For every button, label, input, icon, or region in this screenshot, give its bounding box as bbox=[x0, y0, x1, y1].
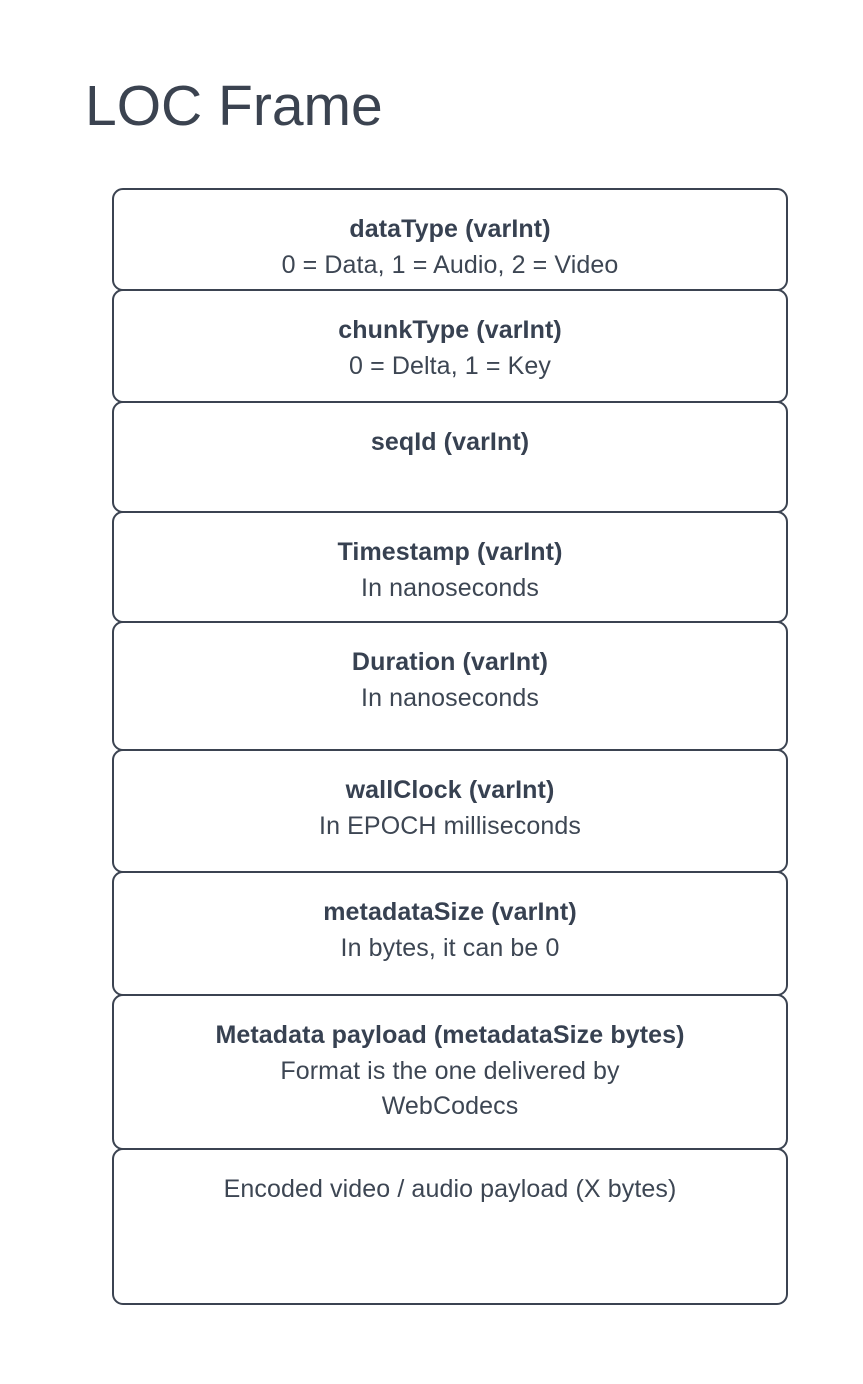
frame-field-metadata-payload: Metadata payload (metadataSize bytes) Fo… bbox=[112, 994, 788, 1150]
page-title: LOC Frame bbox=[85, 74, 383, 138]
loc-frame-field-stack: dataType (varInt) 0 = Data, 1 = Audio, 2… bbox=[112, 188, 788, 1305]
frame-field-title: dataType (varInt) bbox=[349, 215, 551, 243]
frame-field-subtitle: In nanoseconds bbox=[361, 683, 539, 712]
frame-field-subtitle: 0 = Delta, 1 = Key bbox=[349, 351, 551, 380]
frame-field-title: metadataSize (varInt) bbox=[323, 898, 577, 926]
frame-field-title: Timestamp (varInt) bbox=[337, 538, 563, 566]
frame-field-title: Duration (varInt) bbox=[351, 648, 549, 676]
frame-field-title: wallClock (varInt) bbox=[345, 776, 555, 804]
frame-field-subtitle: 0 = Data, 1 = Audio, 2 = Video bbox=[281, 250, 619, 279]
frame-field-wallclock: wallClock (varInt) In EPOCH milliseconds bbox=[112, 749, 788, 873]
frame-field-datatype: dataType (varInt) 0 = Data, 1 = Audio, 2… bbox=[112, 188, 788, 291]
frame-field-subtitle: In EPOCH milliseconds bbox=[319, 811, 581, 840]
frame-field-subtitle: In nanoseconds bbox=[361, 573, 539, 602]
frame-field-title: Metadata payload (metadataSize bytes) bbox=[215, 1021, 685, 1049]
frame-field-encoded-payload: Encoded video / audio payload (X bytes) bbox=[112, 1148, 788, 1305]
frame-field-title: Encoded video / audio payload (X bytes) bbox=[223, 1175, 677, 1203]
frame-field-subtitle: In bytes, it can be 0 bbox=[340, 933, 560, 962]
frame-field-seqid: seqId (varInt) bbox=[112, 401, 788, 513]
frame-field-chunktype: chunkType (varInt) 0 = Delta, 1 = Key bbox=[112, 289, 788, 403]
frame-field-metadatasize: metadataSize (varInt) In bytes, it can b… bbox=[112, 871, 788, 996]
frame-field-title: chunkType (varInt) bbox=[338, 316, 562, 344]
frame-field-timestamp: Timestamp (varInt) In nanoseconds bbox=[112, 511, 788, 623]
frame-field-duration: Duration (varInt) In nanoseconds bbox=[112, 621, 788, 751]
frame-field-subtitle: Format is the one delivered by WebCodecs bbox=[280, 1056, 620, 1121]
frame-field-title: seqId (varInt) bbox=[370, 428, 530, 456]
